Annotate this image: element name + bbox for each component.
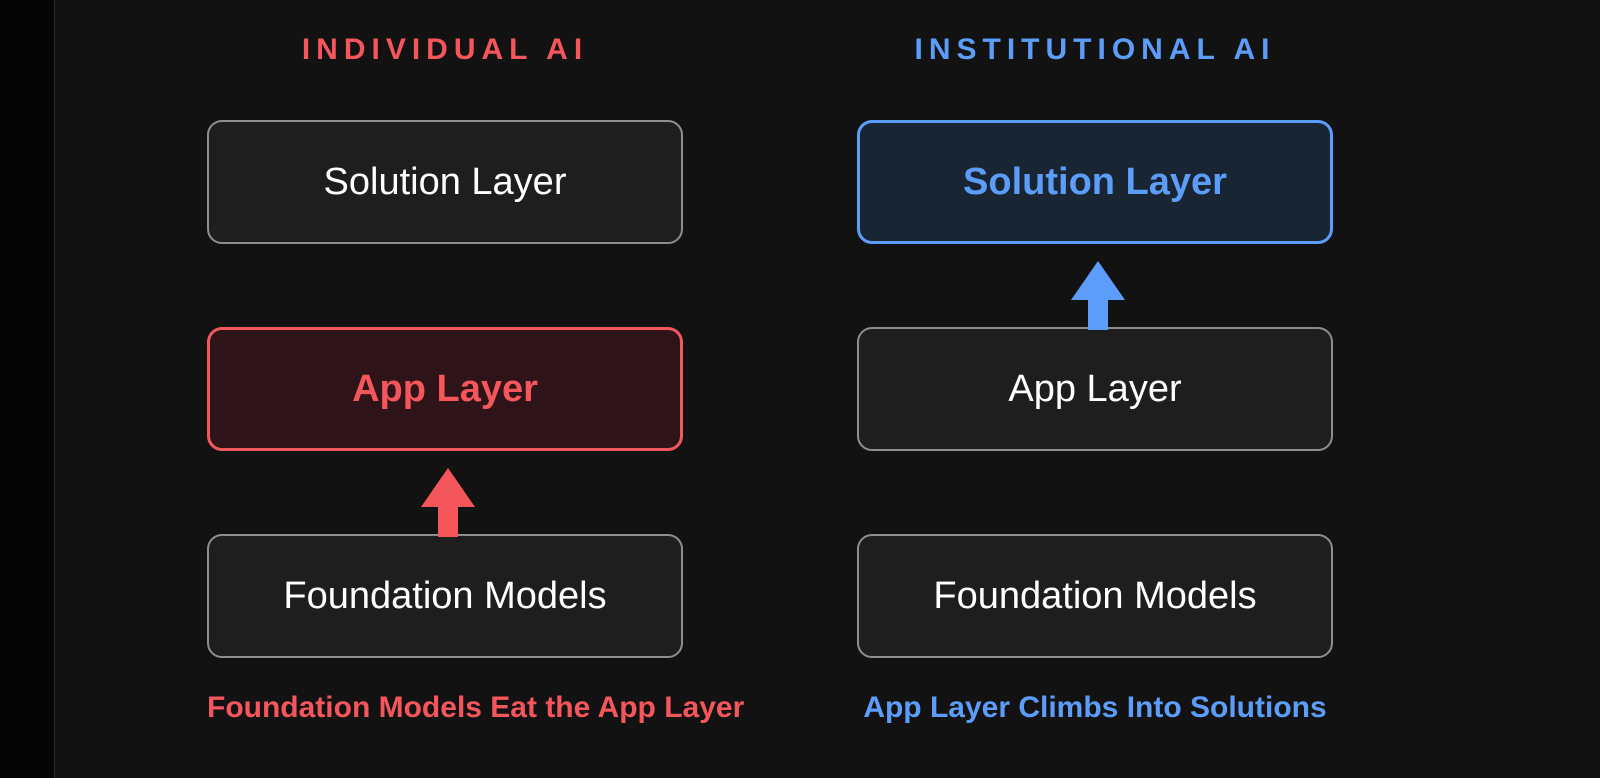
layer-label: App Layer [352,367,538,410]
up-arrow-icon-institutional [1068,258,1128,330]
column-caption-institutional: App Layer Climbs Into Solutions [863,691,1327,724]
layer-label: Solution Layer [963,160,1227,203]
layer-box-institutional-solution[interactable]: Solution Layer [857,120,1333,244]
left-gutter [0,0,54,778]
column-title-individual: INDIVIDUAL AI [301,33,589,66]
layer-box-institutional-foundation[interactable]: Foundation Models [857,534,1333,658]
column-title-institutional: INSTITUTIONAL AI [914,33,1276,66]
layer-label: Foundation Models [283,574,607,617]
layer-box-individual-foundation[interactable]: Foundation Models [207,534,683,658]
layer-label: App Layer [1008,367,1182,410]
vertical-divider [54,0,55,778]
layer-label: Solution Layer [323,160,567,203]
up-arrow-icon-individual [418,465,478,537]
column-caption-individual: Foundation Models Eat the App Layer [207,691,745,724]
layer-label: Foundation Models [933,574,1257,617]
layer-box-individual-app[interactable]: App Layer [207,327,683,451]
layer-box-individual-solution[interactable]: Solution Layer [207,120,683,244]
layer-box-institutional-app[interactable]: App Layer [857,327,1333,451]
